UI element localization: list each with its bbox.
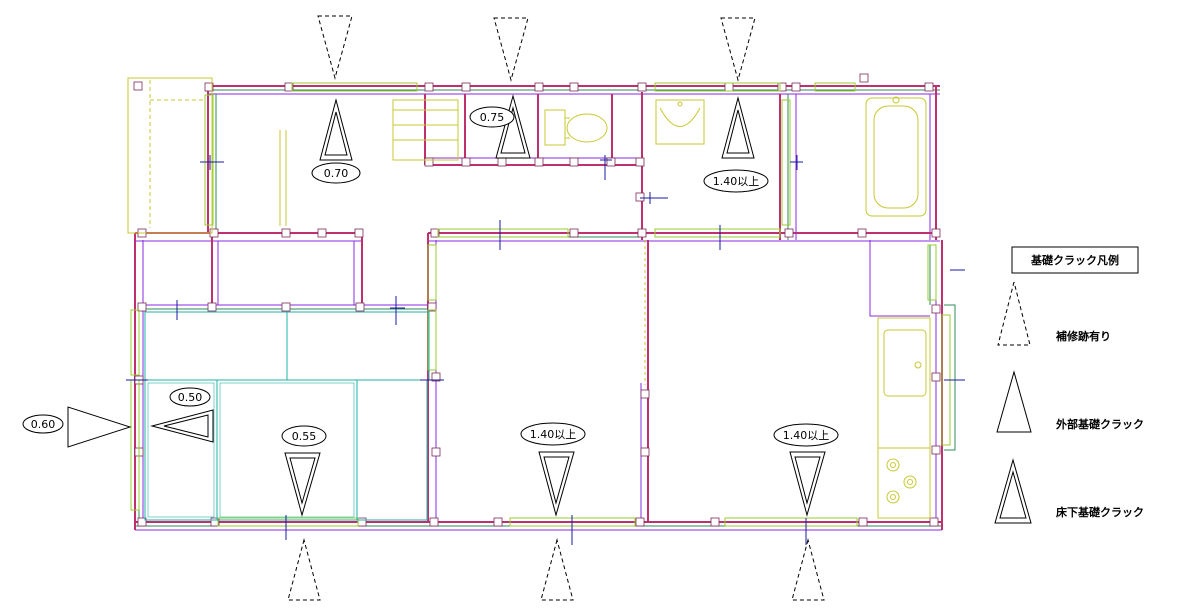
repaired-crack-top-1 [317, 15, 353, 80]
crack-label-west [22, 414, 64, 434]
legend-title-box [1011, 246, 1139, 274]
crack-width-tatami: 0.55 [292, 430, 317, 443]
crack-width-dining: 1.40以上 [783, 429, 830, 442]
underfloor-crack-entry [319, 98, 353, 161]
underfloor-crack-wash [721, 96, 755, 159]
repaired-crack-top-3 [720, 17, 756, 82]
crack-label-tatami-small [169, 387, 211, 407]
exterior-crack-west [67, 406, 132, 448]
legend-label-exterior: 外部基礎クラック [1055, 417, 1144, 431]
crack-label-toilet [469, 106, 515, 128]
crack-markers: 0.60 0.70 0.75 1.40以上 0.50 0.55 1.40以上 1… [22, 15, 839, 601]
wall-nodes [133, 73, 941, 527]
crack-width-entry: 0.70 [324, 167, 349, 180]
crack-label-dining [773, 423, 839, 447]
repaired-crack-bottom-2 [540, 538, 574, 601]
crack-width-living: 1.40以上 [530, 428, 577, 441]
legend-label-repaired: 補修跡有り [1055, 329, 1111, 343]
underfloor-crack-tatami [284, 452, 321, 517]
outline-triangle-icon [996, 370, 1032, 433]
underfloor-crack-dining [789, 451, 826, 517]
legend-label-underfloor: 床下基礎クラック [1056, 505, 1144, 519]
legend: 基礎クラック凡例 補修跡有り 外部基礎クラック 床下基礎クラック [994, 246, 1144, 524]
repaired-crack-top-2 [493, 17, 529, 82]
legend-title: 基礎クラック凡例 [1030, 253, 1119, 267]
crack-width-toilet: 0.75 [480, 111, 505, 124]
repaired-crack-bottom-3 [791, 538, 825, 601]
double-triangle-icon [994, 458, 1032, 524]
underfloor-crack-tatami-small [150, 409, 214, 443]
dashed-triangle-icon [997, 281, 1031, 346]
crack-width-west: 0.60 [31, 418, 56, 431]
crack-label-wash [703, 169, 769, 193]
vent-ticks [126, 155, 965, 545]
underfloor-crack-living [538, 451, 575, 517]
crack-width-wash: 1.40以上 [713, 175, 760, 188]
underfloor-crack-toilet [495, 94, 531, 159]
repaired-crack-bottom-1 [287, 538, 321, 601]
crack-label-entry [311, 162, 361, 184]
crack-label-living [520, 422, 586, 446]
tatami-rooms [144, 311, 430, 521]
crack-label-tatami [281, 425, 327, 447]
porch [127, 77, 287, 234]
crack-width-tatami-small: 0.50 [178, 391, 203, 404]
fixtures [392, 96, 931, 519]
